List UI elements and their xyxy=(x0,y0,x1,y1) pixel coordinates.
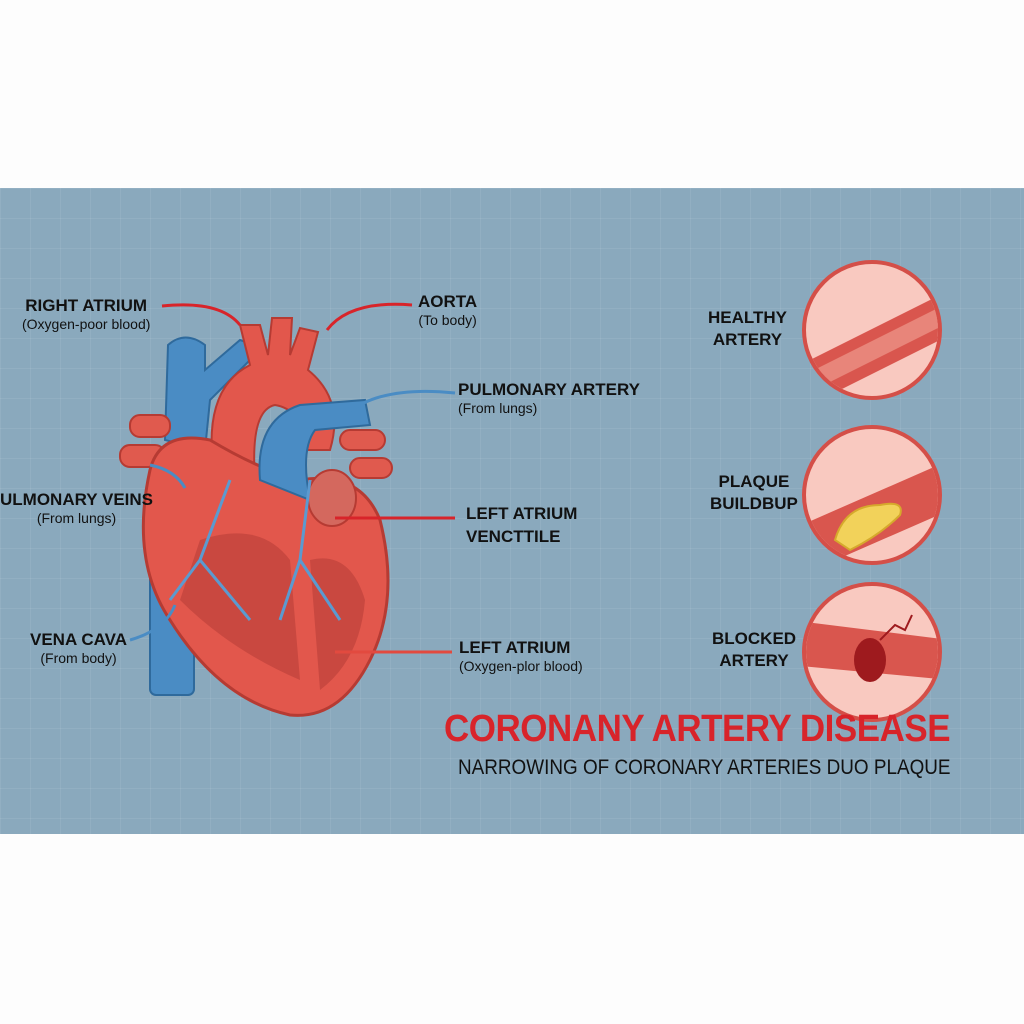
plaque-buildup-label: PLAQUE BUILDBUP xyxy=(710,471,798,515)
healthy-artery-illustration xyxy=(802,260,942,400)
label-sub: (Oxygen-poor blood) xyxy=(22,315,151,332)
label-title: ULMONARY VEINS xyxy=(0,490,154,509)
label-line: PLAQUE xyxy=(718,472,790,491)
label-pulmonary-veins: ULMONARY VEINS (From lungs) xyxy=(0,490,153,526)
label-pulmonary-artery: PULMONARY ARTERY (From lungs) xyxy=(458,380,640,416)
label-line: ARTERY xyxy=(712,330,783,350)
pulmonary-artery-vessel xyxy=(258,398,372,502)
label-sub: (To body) xyxy=(418,311,477,328)
label-sub: (Oxygen-plor blood) xyxy=(459,657,583,674)
blocked-artery-illustration xyxy=(802,582,942,722)
vena-cava-pointer xyxy=(129,604,177,642)
label-left-atrium: LEFT ATRIUM (Oxygen-plor blood) xyxy=(459,638,583,674)
label-line: HEALTHY xyxy=(708,308,788,327)
label-line: BLOCKED xyxy=(712,629,797,648)
label-title: RIGHT ATRIUM xyxy=(25,296,148,315)
label-aorta: AORTA (To body) xyxy=(418,292,477,328)
label-title: VENA CAVA xyxy=(30,630,127,649)
diagram-subtitle: NARROWING OF CORONARY ARTERIES DUO PLAQU… xyxy=(458,756,951,779)
label-vena-cava: VENA CAVA (From body) xyxy=(30,630,127,666)
right-atrium-pointer xyxy=(161,303,242,326)
label-title: LEFT ATRIUM xyxy=(466,504,578,523)
aorta-pointer xyxy=(325,302,413,331)
plaque-buildup-illustration xyxy=(802,425,942,565)
diagram-title: CORONANY ARTERY DISEASE xyxy=(444,708,951,750)
label-sub: (From body) xyxy=(40,649,117,666)
label-title: PULMONARY ARTERY xyxy=(458,380,640,399)
label-line: ARTERY xyxy=(719,651,789,671)
pulmonary-veins-pointer xyxy=(149,463,187,489)
pulmonary-artery-pointer xyxy=(344,389,456,417)
label-title: LEFT ATRIUM xyxy=(459,638,571,657)
label-title: AORTA xyxy=(418,292,478,311)
label-sub: (From lungs) xyxy=(458,399,538,416)
blocked-artery-label: BLOCKED ARTERY xyxy=(712,628,796,672)
label-sub: (From lungs) xyxy=(36,509,117,526)
healthy-artery-label: HEALTHY ARTERY xyxy=(708,307,787,351)
label-line: BUILDBUP xyxy=(710,494,798,514)
label-title-2: VENCTTILE xyxy=(466,526,561,546)
label-right-atrium: RIGHT ATRIUM (Oxygen-poor blood) xyxy=(22,296,150,332)
label-left-atrium-ventricle: LEFT ATRIUM VENCTTILE xyxy=(466,503,577,549)
